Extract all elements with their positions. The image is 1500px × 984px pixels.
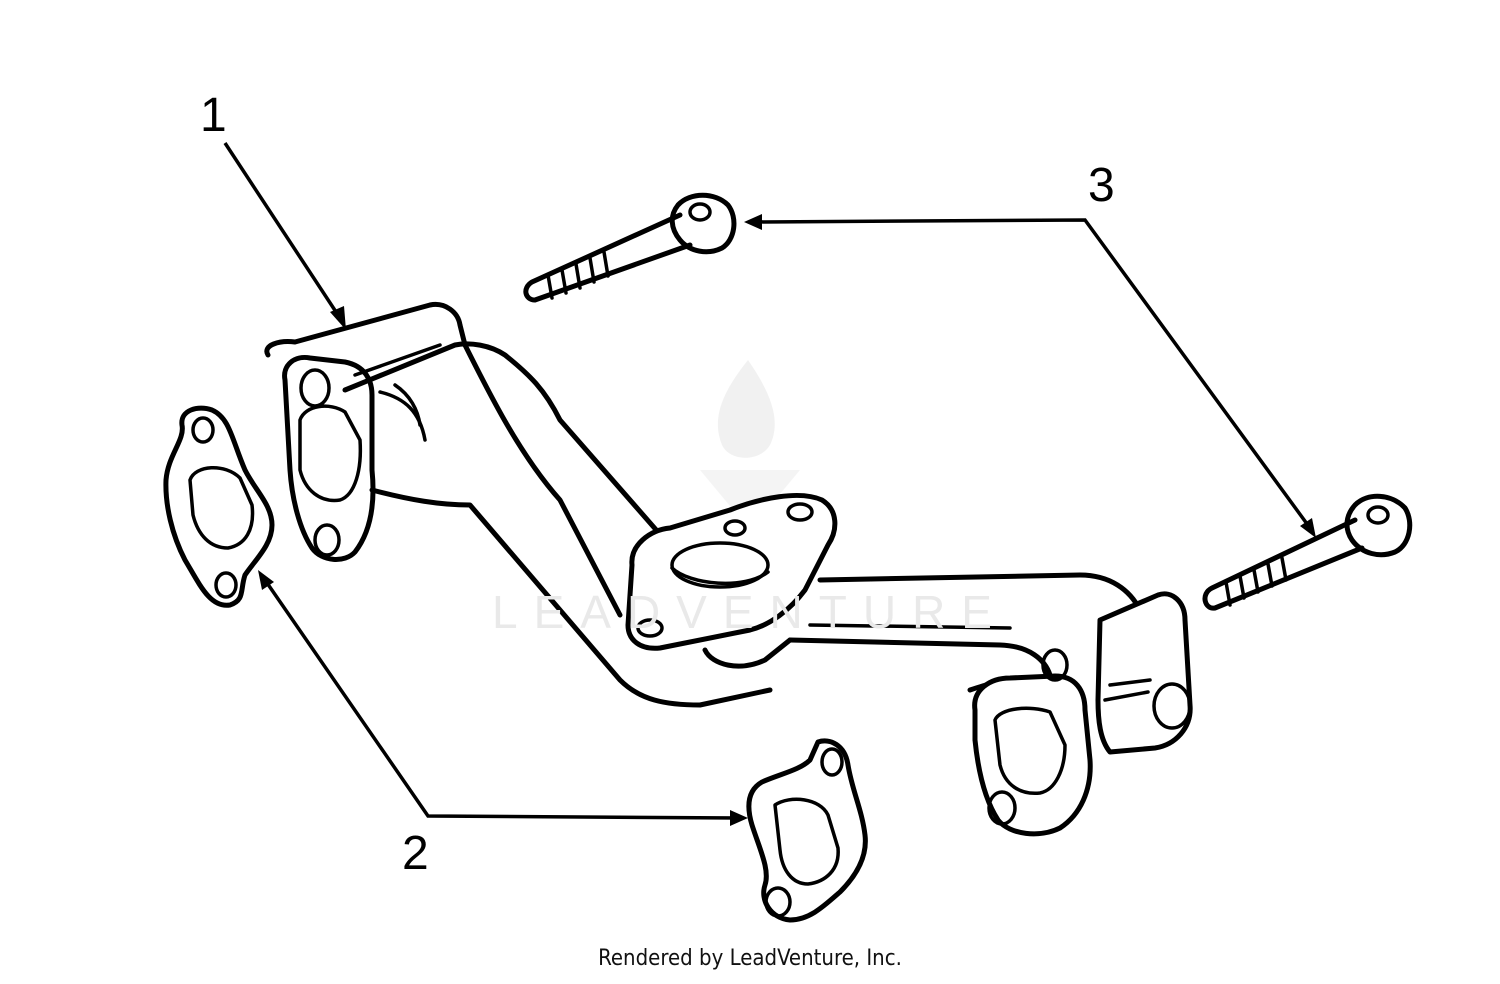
leader-line-3: [744, 214, 1316, 538]
callout-1: 1: [200, 89, 227, 142]
footer-credit: Rendered by LeadVenture, Inc.: [598, 946, 902, 971]
gasket-upper: [163, 405, 275, 608]
bolt-lower: [1202, 493, 1413, 611]
manifold-pipe: [264, 301, 1193, 837]
callout-3: 3: [1088, 159, 1115, 212]
gasket-lower: [746, 738, 868, 923]
callout-2: 2: [402, 827, 429, 880]
leader-line-2: [258, 570, 748, 826]
watermark-text: LEADVENTURE: [492, 586, 1008, 638]
leader-line-1: [223, 142, 346, 330]
bolt-upper: [523, 192, 737, 303]
watermark-flame-icon: [700, 360, 800, 530]
